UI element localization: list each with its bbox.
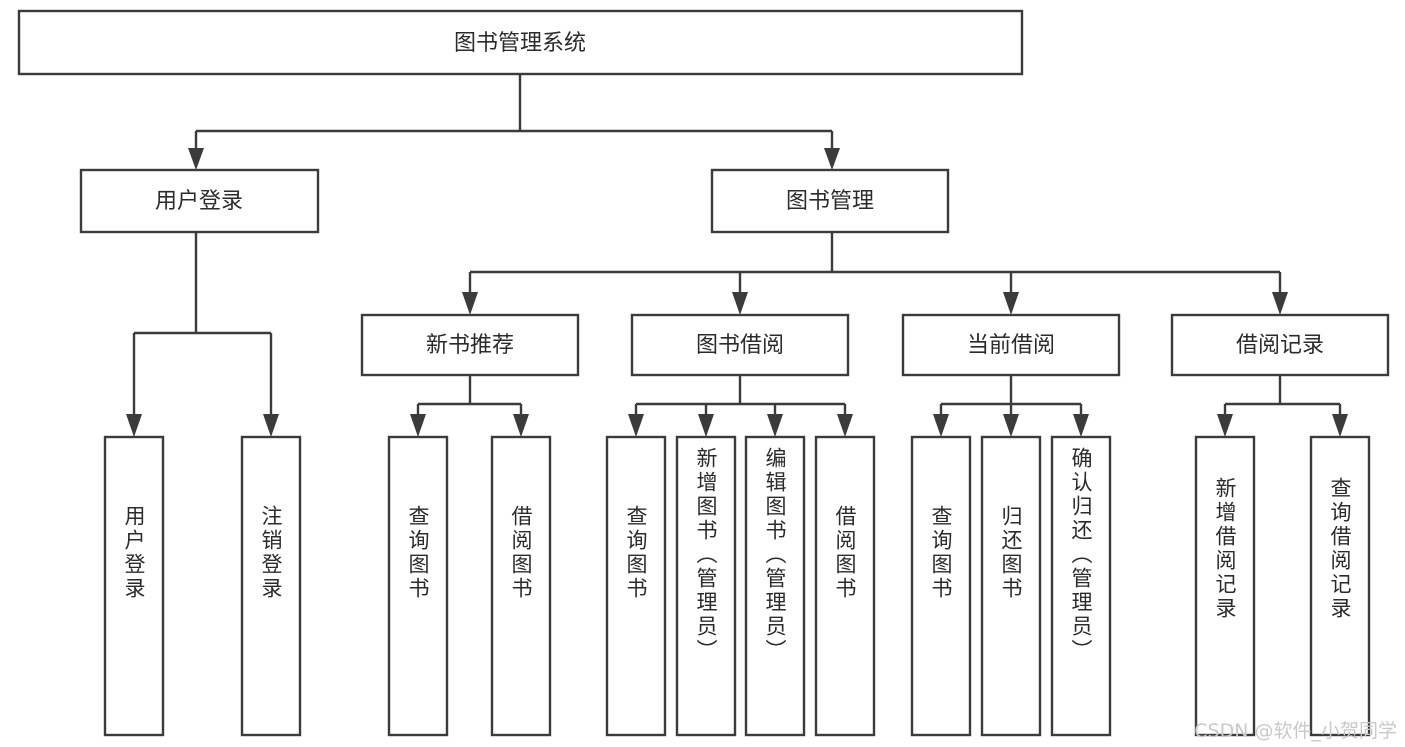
arrow-head-new-book bbox=[462, 292, 478, 315]
node-borrow-record[interactable]: 借阅记录 bbox=[1170, 313, 1390, 377]
leaf-newbook-query-book-box[interactable] bbox=[387, 435, 449, 737]
arrow-head-user-login bbox=[188, 148, 204, 170]
leaf-cb-confirm-return[interactable]: 确认归还（管理员） bbox=[1050, 435, 1112, 737]
arrow-head-cb-leaf-3 bbox=[1073, 414, 1089, 437]
leaf-logout-label: 注销登录 bbox=[259, 505, 283, 601]
connectors-current-borrow-to-leaves bbox=[933, 375, 1089, 437]
arrow-head-leaf-user-login bbox=[126, 414, 142, 437]
arrow-head-cb-leaf-1 bbox=[933, 414, 949, 437]
node-book-management-box[interactable] bbox=[710, 168, 950, 234]
node-root-label: 图书管理系统 bbox=[454, 31, 586, 56]
leaf-logout-box[interactable] bbox=[240, 435, 302, 737]
arrow-head-borrow-record bbox=[1272, 292, 1288, 315]
arrow-head-bb-leaf-4 bbox=[837, 414, 853, 437]
leaf-cb-return-book[interactable]: 归还图书 bbox=[980, 435, 1042, 737]
node-current-borrow-label: 当前借阅 bbox=[967, 333, 1055, 358]
leaf-br-add-record-box[interactable] bbox=[1194, 435, 1256, 737]
node-borrow-record-label: 借阅记录 bbox=[1236, 333, 1324, 358]
arrow-head-cb-leaf-2 bbox=[1003, 414, 1019, 437]
leaf-cb-return-book-box[interactable] bbox=[980, 435, 1042, 737]
leaf-user-login-label: 用户登录 bbox=[122, 505, 146, 601]
node-book-borrow[interactable]: 图书借阅 bbox=[630, 313, 850, 377]
arrow-head-book-borrow bbox=[732, 292, 748, 315]
node-root-box[interactable] bbox=[17, 9, 1024, 76]
node-book-management-label: 图书管理 bbox=[786, 189, 874, 214]
leaf-bb-add-book[interactable]: 新增图书（管理员） bbox=[675, 435, 737, 737]
node-user-login-box[interactable] bbox=[79, 168, 320, 234]
node-current-borrow[interactable]: 当前借阅 bbox=[901, 313, 1121, 377]
connectors-root-to-level2 bbox=[188, 74, 840, 170]
arrow-head-br-leaf-2 bbox=[1332, 414, 1348, 437]
leaf-br-query-record[interactable]: 查询借阅记录 bbox=[1309, 435, 1371, 737]
leaf-newbook-borrow-book-label: 借阅图书 bbox=[509, 505, 533, 601]
node-book-management[interactable]: 图书管理 bbox=[710, 168, 950, 234]
connectors-user-login-to-leaves bbox=[126, 232, 279, 437]
leaf-br-query-record-label: 查询借阅记录 bbox=[1328, 477, 1352, 621]
arrow-head-nb-leaf-2 bbox=[513, 414, 529, 437]
leaf-cb-confirm-return-label: 确认归还（管理员） bbox=[1069, 447, 1093, 663]
leaf-bb-add-book-label: 新增图书（管理员） bbox=[694, 447, 718, 663]
node-current-borrow-box[interactable] bbox=[901, 313, 1121, 377]
leaf-cb-query-book[interactable]: 查询图书 bbox=[910, 435, 972, 737]
node-root[interactable]: 图书管理系统 bbox=[17, 9, 1024, 76]
leaf-bb-query-book-box[interactable] bbox=[605, 435, 667, 737]
leaf-newbook-borrow-book[interactable]: 借阅图书 bbox=[490, 435, 552, 737]
leaf-br-query-record-box[interactable] bbox=[1309, 435, 1371, 737]
leaf-logout[interactable]: 注销登录 bbox=[240, 435, 302, 737]
connectors-book-manage-to-level3 bbox=[462, 232, 1288, 315]
connectors-book-borrow-to-leaves bbox=[628, 375, 853, 437]
leaf-cb-confirm-return-box[interactable] bbox=[1050, 435, 1112, 737]
node-new-book-recommend-label: 新书推荐 bbox=[426, 333, 514, 358]
node-user-login[interactable]: 用户登录 bbox=[79, 168, 320, 234]
leaf-bb-query-book[interactable]: 查询图书 bbox=[605, 435, 667, 737]
leaf-bb-query-book-label: 查询图书 bbox=[624, 505, 648, 601]
leaf-cb-query-book-label: 查询图书 bbox=[929, 505, 953, 601]
leaf-user-login-box[interactable] bbox=[103, 435, 165, 737]
node-user-login-label: 用户登录 bbox=[155, 189, 243, 214]
leaf-user-login[interactable]: 用户登录 bbox=[103, 435, 165, 737]
arrow-head-bb-leaf-2 bbox=[698, 414, 714, 437]
leaf-cb-query-book-box[interactable] bbox=[910, 435, 972, 737]
leaf-newbook-query-book-label: 查询图书 bbox=[406, 505, 430, 601]
leaf-bb-add-book-box[interactable] bbox=[675, 435, 737, 737]
arrow-head-leaf-logout bbox=[263, 414, 279, 437]
leaf-bb-borrow-book-box[interactable] bbox=[814, 435, 876, 737]
leaf-br-add-record[interactable]: 新增借阅记录 bbox=[1194, 435, 1256, 737]
node-new-book-recommend[interactable]: 新书推荐 bbox=[360, 313, 580, 377]
node-borrow-record-box[interactable] bbox=[1170, 313, 1390, 377]
node-new-book-recommend-box[interactable] bbox=[360, 313, 580, 377]
node-book-borrow-label: 图书借阅 bbox=[696, 333, 784, 358]
leaf-bb-borrow-book-label: 借阅图书 bbox=[833, 505, 857, 601]
arrow-head-bb-leaf-3 bbox=[767, 414, 783, 437]
leaf-br-add-record-label: 新增借阅记录 bbox=[1213, 477, 1237, 621]
leaf-bb-edit-book[interactable]: 编辑图书（管理员） bbox=[744, 435, 806, 737]
arrow-head-book-manage bbox=[824, 148, 840, 170]
arrow-head-br-leaf-1 bbox=[1217, 414, 1233, 437]
leaf-cb-return-book-label: 归还图书 bbox=[999, 505, 1023, 601]
node-book-borrow-box[interactable] bbox=[630, 313, 850, 377]
connectors-borrow-record-to-leaves bbox=[1217, 375, 1348, 437]
leaf-bb-borrow-book[interactable]: 借阅图书 bbox=[814, 435, 876, 737]
leaf-bb-edit-book-box[interactable] bbox=[744, 435, 806, 737]
arrow-head-current-borrow bbox=[1003, 292, 1019, 315]
leaf-bb-edit-book-label: 编辑图书（管理员） bbox=[763, 447, 787, 663]
leaf-newbook-borrow-book-box[interactable] bbox=[490, 435, 552, 737]
leaf-newbook-query-book[interactable]: 查询图书 bbox=[387, 435, 449, 737]
arrow-head-bb-leaf-1 bbox=[628, 414, 644, 437]
connectors-new-book-to-leaves bbox=[410, 375, 529, 437]
arrow-head-nb-leaf-1 bbox=[410, 414, 426, 437]
